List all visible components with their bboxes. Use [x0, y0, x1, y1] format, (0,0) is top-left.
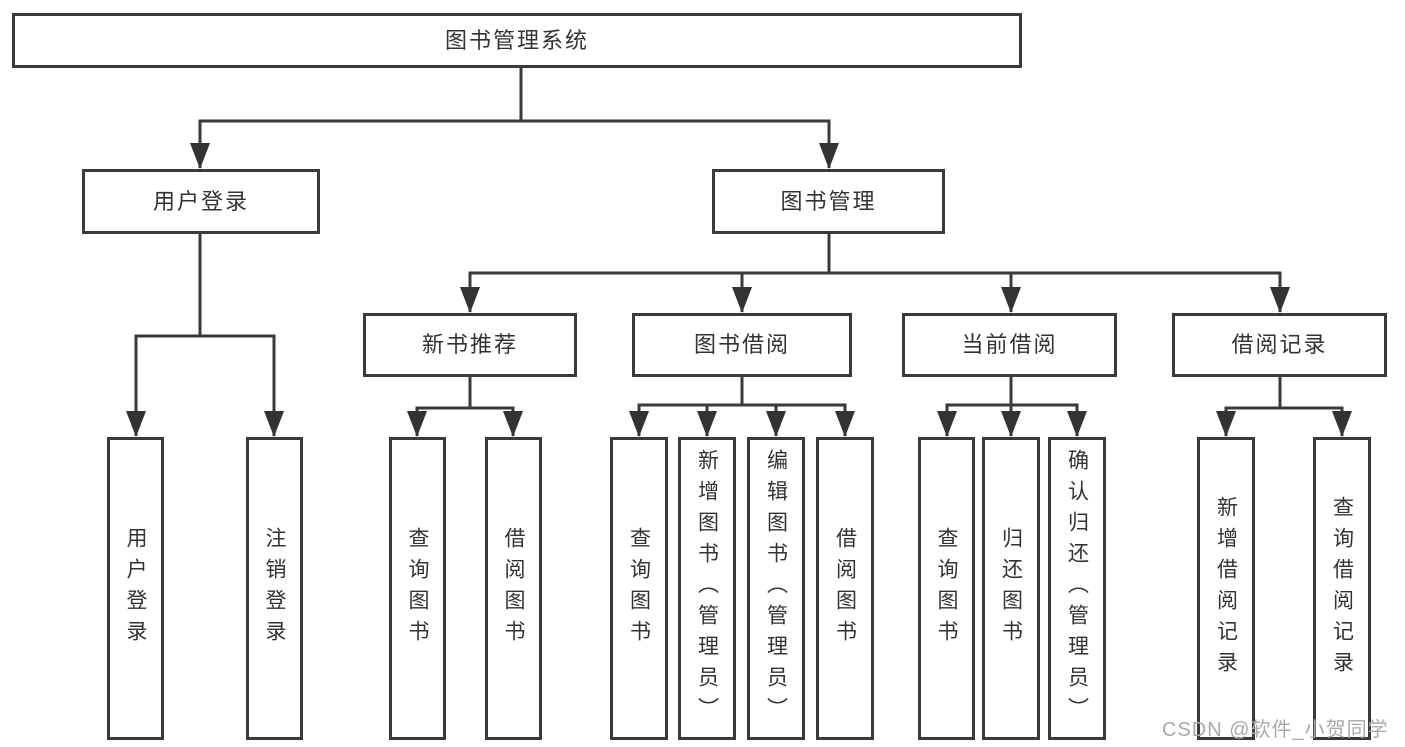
- node-label: 新增借阅记录: [1214, 495, 1238, 682]
- node-label: 查询借阅记录: [1330, 495, 1354, 682]
- node-label: 图书管理: [780, 188, 877, 214]
- leaf-logout: 注销登录: [246, 437, 303, 740]
- node-label: 用户登录: [124, 526, 147, 651]
- node-label: 归还图书: [999, 526, 1023, 651]
- node-label: 查询图书: [627, 526, 651, 651]
- node-label: 借阅图书: [502, 526, 525, 651]
- node-book-borrow: 图书借阅: [632, 313, 852, 377]
- leaf-borrow-books-2: 借阅图书: [816, 437, 874, 740]
- leaf-query-borrow-record: 查询借阅记录: [1313, 437, 1371, 740]
- node-label: 当前借阅: [961, 332, 1058, 357]
- node-label: 新书推荐: [421, 332, 518, 357]
- leaf-add-borrow-record: 新增借阅记录: [1197, 437, 1255, 740]
- leaf-query-books-1: 查询图书: [389, 437, 446, 740]
- node-label: 查询图书: [406, 526, 429, 651]
- csdn-watermark: CSDN @软件_小贺同学: [1162, 719, 1389, 741]
- leaf-query-books-3: 查询图书: [918, 437, 975, 740]
- node-user-login: 用户登录: [82, 169, 320, 234]
- leaf-confirm-return-admin: 确认归还（管理员）: [1048, 437, 1106, 740]
- node-book-management: 图书管理: [712, 169, 945, 234]
- leaf-user-login: 用户登录: [107, 437, 164, 740]
- node-label: 注销登录: [263, 526, 286, 651]
- node-label: 新增图书（管理员）: [695, 449, 719, 728]
- node-current-borrow: 当前借阅: [902, 313, 1117, 377]
- node-label: 图书管理系统: [444, 27, 589, 53]
- node-borrow-records: 借阅记录: [1172, 313, 1387, 377]
- node-label: 借阅记录: [1231, 332, 1328, 357]
- node-new-book-recommend: 新书推荐: [363, 313, 577, 377]
- node-label: 图书借阅: [693, 332, 790, 357]
- node-library-management-system: 图书管理系统: [12, 13, 1022, 68]
- node-label: 查询图书: [935, 526, 958, 651]
- leaf-return-books: 归还图书: [982, 437, 1040, 740]
- node-label: 借阅图书: [833, 526, 857, 651]
- node-label: 确认归还（管理员）: [1065, 449, 1089, 728]
- node-label: 用户登录: [152, 188, 249, 214]
- leaf-edit-books-admin: 编辑图书（管理员）: [747, 437, 805, 740]
- leaf-query-books-2: 查询图书: [610, 437, 668, 740]
- node-label: 编辑图书（管理员）: [764, 449, 788, 728]
- leaf-add-books-admin: 新增图书（管理员）: [678, 437, 736, 740]
- leaf-borrow-books-1: 借阅图书: [485, 437, 542, 740]
